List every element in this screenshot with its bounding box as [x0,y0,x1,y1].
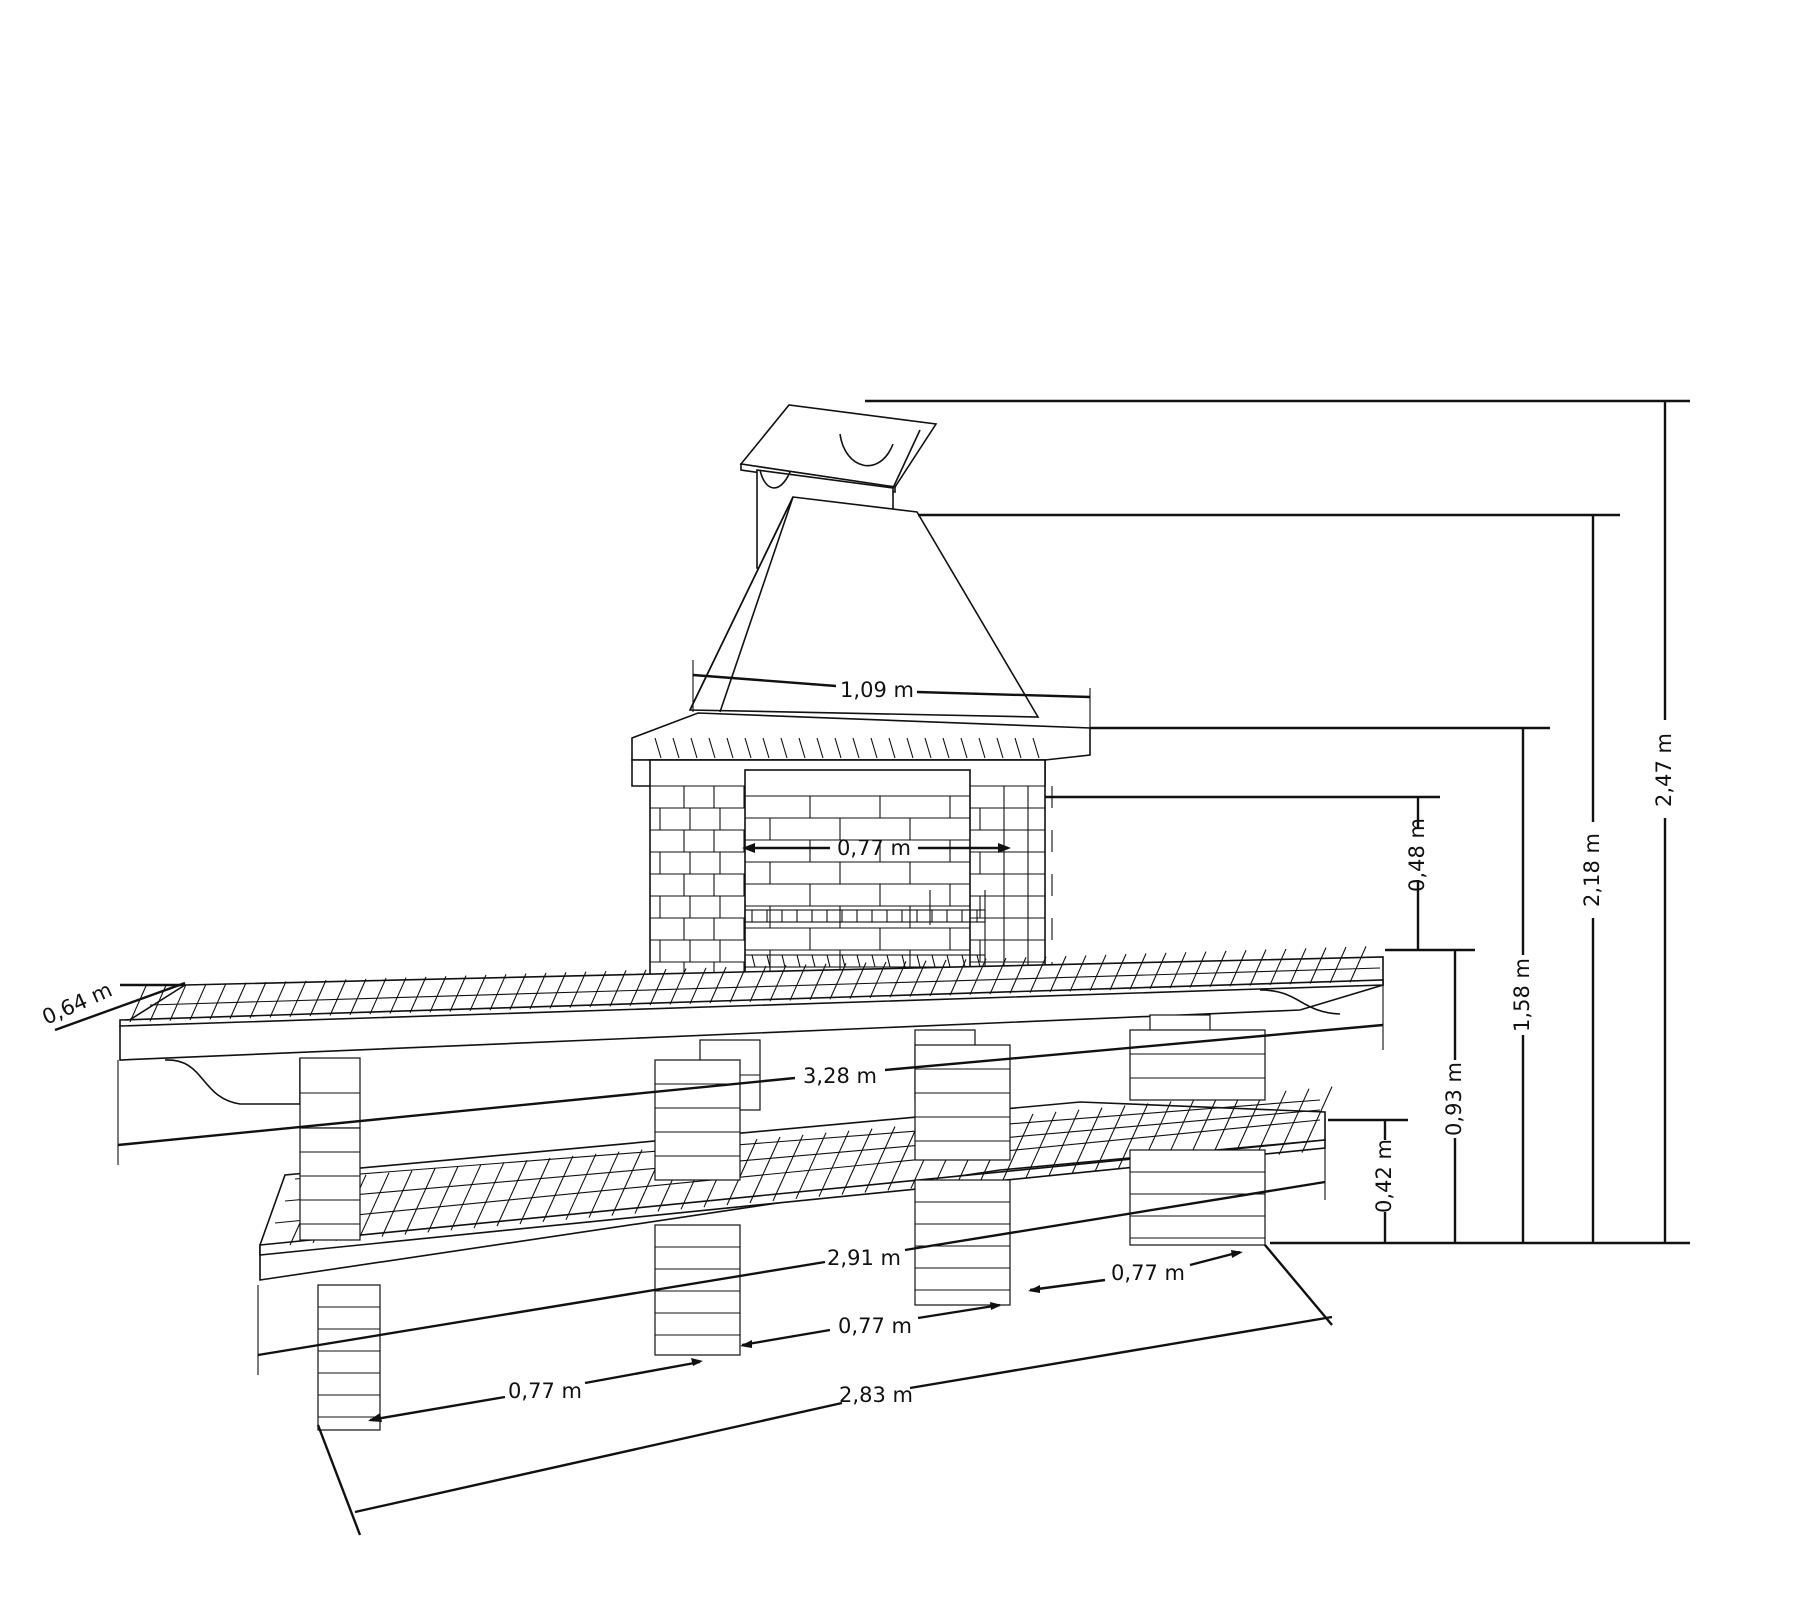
label-lower-shelf-height: 0,42 m [1372,1139,1396,1213]
label-counter-length: 3,28 m [803,1064,877,1088]
label-hood-top-height: 2,18 m [1580,833,1604,907]
chimney-hood [688,496,1040,718]
label-base-right-span: 0,77 m [1111,1261,1185,1285]
label-hood-width: 1,09 m [840,678,914,702]
label-counter-height: 0,93 m [1442,1062,1466,1136]
label-lower-shelf-length: 2,91 m [827,1246,901,1270]
label-base-middle-span: 0,77 m [838,1314,912,1338]
label-total-height: 2,47 m [1652,733,1676,807]
base-pillars [299,1029,1266,1431]
label-base-total-length: 2,83 m [839,1383,913,1407]
label-firebox-width: 0,77 m [837,836,911,860]
label-base-left-span: 0,77 m [508,1379,582,1403]
grill-racks [744,890,986,975]
label-firebox-height: 0,48 m [1405,818,1429,892]
dimension-lines [54,399,1690,1536]
counter-top [119,946,1384,1105]
label-hood-base-height: 1,58 m [1510,958,1534,1032]
firebox [649,759,1053,1006]
